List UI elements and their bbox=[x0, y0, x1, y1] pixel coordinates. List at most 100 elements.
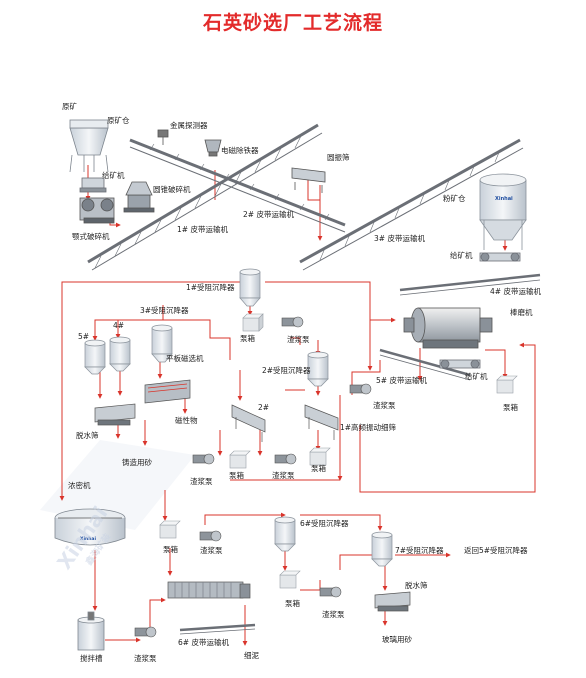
label-belt-6: 6# 皮带运输机 bbox=[178, 638, 229, 647]
belt-2 bbox=[129, 138, 346, 233]
label-settler-1: 1#受阻沉降器 bbox=[186, 283, 235, 292]
label-slurry-pump-b: 渣浆泵 bbox=[373, 401, 396, 410]
label-jaw-crusher: 颚式破碎机 bbox=[72, 232, 110, 241]
label-feeder-top: 给矿机 bbox=[102, 171, 125, 180]
label-magnetic-iron-remover: 电磁除铁器 bbox=[221, 146, 259, 155]
label-tailings: 细泥 bbox=[244, 651, 259, 660]
pump-box-d bbox=[496, 375, 518, 394]
slurry-pump-c bbox=[192, 453, 215, 465]
label-cone-crusher: 圆锥破碎机 bbox=[153, 185, 191, 194]
label-pump-box-d: 泵箱 bbox=[311, 464, 326, 473]
feeder-top bbox=[79, 177, 107, 193]
label-settler-7: 7#受阻沉降器 bbox=[395, 546, 444, 555]
slurry-pump-f bbox=[319, 586, 342, 598]
slurry-pump-d bbox=[349, 383, 372, 395]
flat-magnetic-separator bbox=[144, 379, 191, 404]
belt-conveyors bbox=[87, 123, 541, 635]
hf-screen-2 bbox=[231, 404, 266, 442]
pump-boxes bbox=[159, 313, 518, 589]
label-n4: 4# bbox=[113, 321, 125, 330]
belt-6 bbox=[179, 623, 256, 635]
slurry-pump-e bbox=[199, 530, 222, 542]
dewatering-screen-a bbox=[94, 403, 136, 426]
pump-box-c bbox=[309, 447, 331, 466]
label-rod-mill: 棒磨机 bbox=[510, 308, 533, 317]
label-pump-box-c: 泵箱 bbox=[229, 471, 244, 480]
settler-4 bbox=[109, 336, 131, 372]
raw-ore-bin bbox=[69, 119, 109, 173]
belt-3 bbox=[299, 138, 524, 271]
feeder-low bbox=[439, 359, 481, 369]
svg-text:Xinhai: Xinhai bbox=[495, 196, 513, 202]
settler-6 bbox=[274, 516, 296, 552]
label-raw-ore: 原矿 bbox=[62, 102, 77, 111]
settler-7 bbox=[371, 531, 393, 567]
label-belt-1: 1# 皮带运输机 bbox=[177, 225, 228, 234]
pump-box-b bbox=[229, 450, 251, 469]
powder-ore-bin: Xinhai bbox=[479, 173, 527, 250]
label-belt-4: 4# 皮带运输机 bbox=[490, 287, 541, 296]
belt-5 bbox=[379, 348, 471, 381]
slurry-pump-a bbox=[281, 316, 304, 328]
filter-press bbox=[167, 581, 251, 599]
settlers bbox=[84, 268, 393, 567]
label-pump-box-f: 泵箱 bbox=[285, 599, 300, 608]
label-slurry-pump-e: 渣浆泵 bbox=[200, 546, 223, 555]
jaw-crusher bbox=[79, 197, 115, 224]
label-pump-box-e: 泵箱 bbox=[163, 545, 178, 554]
label-flat-magnetic: 平板磁选机 bbox=[166, 354, 204, 363]
label-slurry-pump-f: 渣浆泵 bbox=[322, 610, 345, 619]
label-settler-3: 3#受阻沉降器 bbox=[140, 306, 189, 315]
svg-text:Xinhai: Xinhai bbox=[80, 536, 96, 542]
settler-1 bbox=[239, 268, 261, 307]
label-thickener: 浓密机 bbox=[68, 481, 91, 490]
thickener: Xinhai bbox=[54, 508, 126, 546]
cone-crusher bbox=[123, 181, 155, 213]
label-pump-box-a: 泵箱 bbox=[240, 334, 255, 343]
label-n5: 5# bbox=[78, 332, 90, 341]
electromagnetic-iron-remover bbox=[204, 139, 222, 157]
pump-box-f bbox=[279, 570, 301, 589]
belt-1 bbox=[87, 123, 323, 271]
settler-5 bbox=[84, 339, 106, 375]
pump-box-a bbox=[242, 313, 264, 332]
belt-4 bbox=[399, 273, 541, 296]
label-slurry-pump-d: 渣浆泵 bbox=[190, 477, 213, 486]
label-belt-5: 5# 皮带运输机 bbox=[376, 376, 427, 385]
agitation-tank bbox=[77, 611, 105, 651]
label-glass-sand: 玻璃用砂 bbox=[382, 635, 412, 644]
label-casting-sand: 铸造用砂 bbox=[122, 458, 152, 467]
dewatering-screen-b bbox=[374, 591, 411, 612]
label-dewater-screen-b: 脱水筛 bbox=[405, 581, 428, 590]
label-return-5: 返回5#受阻沉降器 bbox=[464, 546, 528, 555]
slurry-pump-g bbox=[134, 626, 157, 638]
label-feeder-low: 给矿机 bbox=[465, 372, 488, 381]
label-screen: 圆振筛 bbox=[327, 153, 350, 162]
label-belt-2: 2# 皮带运输机 bbox=[243, 210, 294, 219]
metal-detector bbox=[157, 129, 169, 145]
label-dewater-screen-a: 脱水筛 bbox=[76, 431, 99, 440]
label-settler-2: 2#受阻沉降器 bbox=[262, 366, 311, 375]
rod-mill bbox=[403, 307, 493, 349]
label-pump-box-b: 泵箱 bbox=[503, 403, 518, 412]
hf-screen-1 bbox=[304, 404, 339, 440]
pump-box-e bbox=[159, 520, 181, 539]
label-powder-bin: 粉矿仓 bbox=[443, 194, 466, 203]
label-hf-screen: 1#高频振动细筛 bbox=[340, 423, 397, 432]
label-magnetic-material: 磁性物 bbox=[175, 416, 198, 425]
label-slurry-pump-g: 渣浆泵 bbox=[134, 654, 157, 663]
settler-2 bbox=[307, 351, 329, 387]
settler-3 bbox=[151, 324, 173, 363]
label-raw-bin: 原矿仓 bbox=[107, 116, 130, 125]
diagram-title: 石英砂选厂工艺流程 bbox=[202, 12, 383, 34]
slurry-pump-b bbox=[274, 453, 297, 465]
label-slurry-pump-a: 渣浆泵 bbox=[287, 335, 310, 344]
vibrating-screen bbox=[291, 167, 326, 193]
label-slurry-pump-c: 渣浆泵 bbox=[272, 471, 295, 480]
watermark-band bbox=[40, 440, 195, 530]
slurry-pumps bbox=[134, 316, 372, 638]
label-agitator: 搅拌槽 bbox=[80, 654, 103, 663]
label-feeder-mid: 给矿机 bbox=[450, 251, 473, 260]
